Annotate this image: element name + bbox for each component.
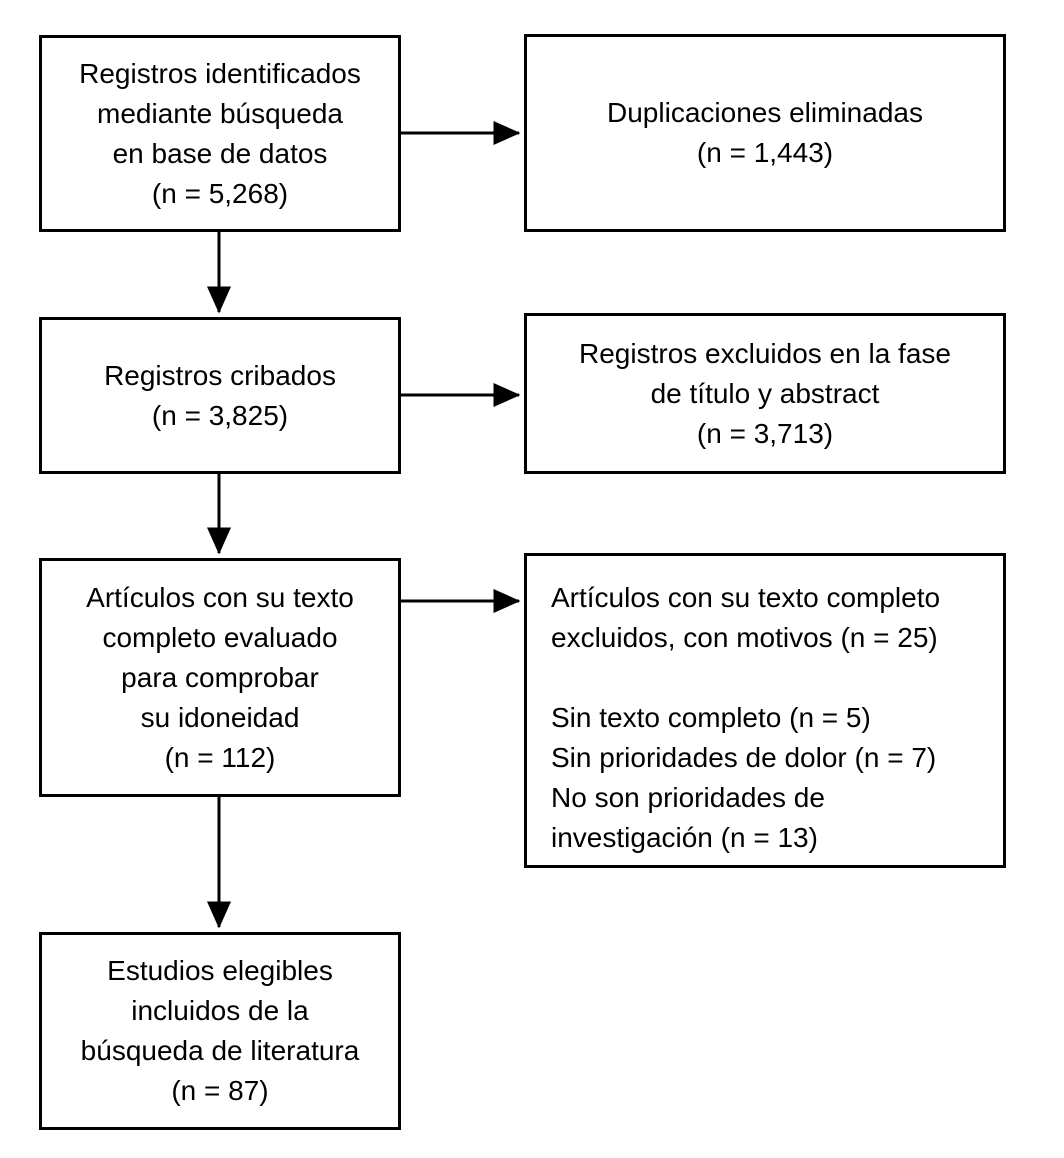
box-text-line: (n = 87) (171, 1075, 269, 1106)
box-text-line: en base de datos (112, 137, 328, 169)
box-text-line: Estudios elegibles (107, 955, 333, 986)
box-text-line: excluidos, con motivos (n = 25) (551, 622, 938, 653)
box-text-line: Registros identificados (79, 57, 361, 89)
box-text-line: Sin texto completo (n = 5) (551, 702, 871, 733)
box-text-line: para comprobar (121, 661, 319, 693)
box-text-line: investigación (n = 13) (551, 822, 818, 853)
box-text-line: (n = 3,825) (151, 399, 289, 431)
box-text-line: completo evaluado (102, 621, 338, 653)
box-duplicates-removed: Duplicaciones eliminadas (n = 1,443) (524, 34, 1006, 232)
box-records-screened: Registros cribados (n = 3,825) (39, 317, 401, 474)
box-text-line: su idoneidad (140, 701, 300, 733)
box-text-line (551, 658, 985, 698)
box-text-line: Duplicaciones eliminadas (607, 97, 923, 128)
box-text-line: Artículos con su texto completo (551, 582, 941, 613)
box-text-line: Sin prioridades de dolor (n = 7) (551, 742, 937, 773)
box-text-line: (n = 1,443) (696, 137, 834, 168)
box-text-line: mediante búsqueda (97, 97, 343, 129)
box-text-line: de título y abstract (650, 377, 880, 409)
box-text-line: Artículos con su texto (86, 581, 354, 613)
box-text-line: búsqueda de literatura (80, 1035, 360, 1066)
box-text-line: Registros excluidos en la fase (579, 337, 951, 369)
box-text-line: (n = 3,713) (696, 417, 834, 449)
box-records-excluded-title-abstract: Registros excluidos en la fase de título … (524, 313, 1006, 474)
box-text-line: No son prioridades de (551, 782, 825, 813)
box-text-line: (n = 112) (164, 741, 276, 773)
box-fulltext-assessed: Artículos con su texto completo evaluado p… (39, 558, 401, 797)
box-studies-included: Estudios elegibles incluidos de la búsqued… (39, 932, 401, 1130)
box-text-line: (n = 5,268) (151, 177, 289, 209)
box-records-identified: Registros identificados mediante búsqueda… (39, 35, 401, 232)
box-text-line: Registros cribados (104, 359, 336, 391)
box-fulltext-excluded-reasons: Artículos con su texto completo excluidos… (524, 553, 1006, 868)
box-text-line: incluidos de la (131, 995, 309, 1026)
